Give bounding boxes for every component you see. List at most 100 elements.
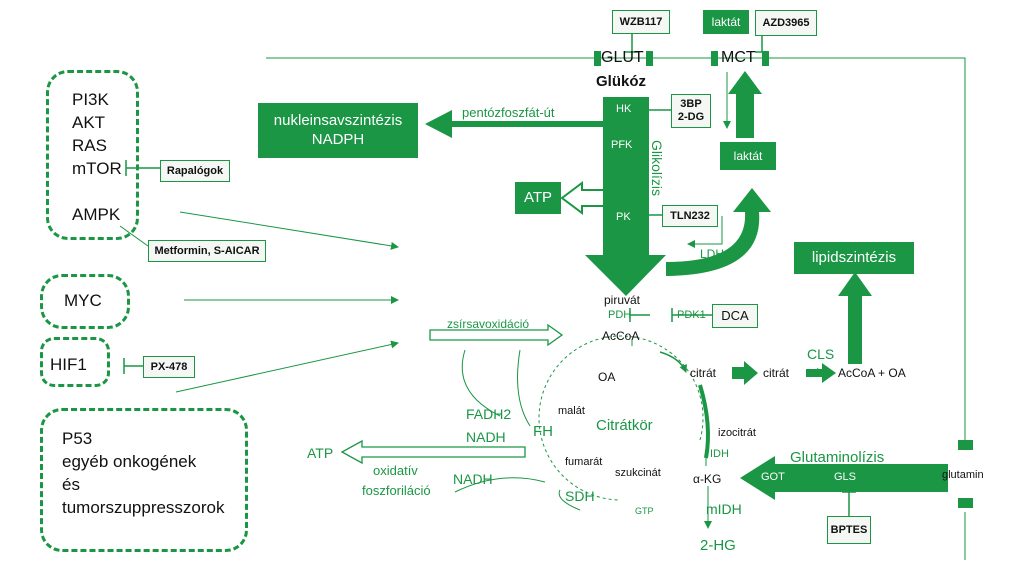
- cls-label: CLS: [807, 346, 835, 362]
- mct-label: MCT: [721, 49, 756, 66]
- myc-group: [40, 274, 130, 329]
- ampk-label: AMPK: [72, 205, 121, 224]
- malate-label: malát: [558, 405, 585, 417]
- azd3965-box: AZD3965: [755, 10, 817, 36]
- sdh-label: SDH: [565, 488, 595, 504]
- metformin-box: Metformin, S-AICAR: [148, 240, 266, 262]
- tca-cycle-label: Citrátkör: [596, 417, 653, 434]
- wzb117-inhibition-bar: [625, 34, 639, 53]
- and-label: és: [62, 475, 80, 494]
- midh-label: mIDH: [706, 501, 742, 517]
- fumarate-label: fumarát: [565, 456, 603, 468]
- idh-label: IDH: [710, 448, 729, 460]
- wzb117-box: WZB117: [612, 10, 670, 34]
- pentose-phosphate-arrow: [425, 110, 603, 138]
- accoa-label: AcCoA: [602, 329, 640, 343]
- p53-label: P53: [62, 429, 93, 448]
- pk-inhibition-bar: [647, 208, 662, 222]
- pdh-label: PDH: [608, 309, 632, 321]
- hif1-inhibition-bar: [123, 358, 143, 374]
- hk-inhibition-bar: [647, 103, 671, 117]
- lactate-out-box: laktát: [703, 10, 749, 34]
- glutaminolysis-arrow: [740, 456, 948, 500]
- pentose-phosphate-label: pentózfoszfát-út: [462, 105, 555, 120]
- glutamine-label: glutamin: [942, 469, 984, 481]
- dca-box: DCA: [712, 304, 758, 328]
- ampk-arrow: [179, 211, 399, 250]
- hif1-arrow: [175, 340, 399, 393]
- 2hg-label: 2-HG: [700, 537, 736, 554]
- tumor-suppressors-label: tumorszuppresszorok: [62, 498, 225, 517]
- ras-label: RAS: [72, 136, 107, 155]
- lipid-synthesis-arrow: [838, 272, 872, 364]
- glucose-label: Glükóz: [596, 73, 647, 90]
- lactate-export-arrow: [728, 71, 762, 138]
- 2dg-label: 2-DG: [677, 111, 705, 123]
- oxidative-label: oxidatív: [373, 463, 418, 478]
- fadh2-label: FADH2: [466, 406, 512, 422]
- azd3965-inhibition-bar: [755, 36, 769, 53]
- pdk1-label: PDK1: [677, 309, 706, 321]
- fatty-acid-oxidation-label: zsírsavoxidáció: [447, 317, 530, 331]
- hk-inhibitors-box: 3BP 2-DG: [671, 94, 711, 128]
- ldh-small-arrow: [687, 216, 723, 248]
- oxphos-atp-arrow: [340, 439, 526, 465]
- p53-group: [40, 408, 248, 552]
- hif1-label: HIF1: [50, 355, 87, 374]
- cell-membrane-line: [266, 57, 966, 440]
- nadh-bottom-label: NADH: [453, 471, 493, 487]
- pdh-inhibition-bar: [629, 308, 650, 322]
- hk-label: HK: [616, 103, 632, 115]
- glycolysis-label: Glikolízis: [649, 140, 665, 197]
- bptes-box: BPTES: [827, 516, 871, 544]
- akt-label: AKT: [72, 113, 106, 132]
- oa-label: OA: [598, 370, 616, 384]
- citrate-label: citrát: [690, 366, 717, 380]
- nucleic-acid-label: nukleinsavszintézis: [273, 111, 403, 129]
- gls-inhibition-bar: [842, 491, 856, 516]
- phosphorylation-label: foszforiláció: [362, 483, 431, 498]
- glycolysis-main-arrow: [585, 97, 666, 296]
- lipid-synthesis-box: lipidszintézis: [794, 242, 914, 274]
- atp-glycolysis-box: ATP: [515, 182, 561, 214]
- citrate-cytosol-label: citrát: [763, 366, 790, 380]
- atp-oxphos-label: ATP: [307, 445, 334, 461]
- tln232-box: TLN232: [662, 205, 718, 227]
- pi3k-label: PI3K: [72, 90, 109, 109]
- ldh-curved-arrow: [666, 188, 771, 276]
- fh-label: FH: [533, 423, 553, 440]
- mtor-label: mTOR: [72, 159, 122, 178]
- nadh-label: NADH: [466, 429, 506, 445]
- fatty-acid-oxidation-arrow: [429, 323, 564, 347]
- isocitrate-label: izocitrát: [718, 427, 756, 439]
- succinate-label: szukcinát: [615, 467, 661, 479]
- glutaminolysis-label: Glutaminolízis: [790, 449, 885, 466]
- ldh-label: LDH: [700, 247, 725, 261]
- pk-label: PK: [616, 211, 631, 223]
- rapalogs-box: Rapalógok: [160, 160, 230, 182]
- hif1-group: [40, 337, 110, 387]
- signaling-group: [46, 70, 139, 240]
- pdk1-inhibition-bar: [671, 308, 712, 322]
- nadph-label: NADPH: [311, 130, 365, 148]
- lactate-box: laktát: [720, 142, 776, 170]
- pfk-label: PFK: [611, 139, 633, 151]
- tca-thick-arc: [698, 384, 710, 459]
- tca-cycle-ring: [538, 335, 704, 501]
- got-label: GOT: [761, 471, 785, 483]
- pyruvate-label: piruvát: [604, 293, 641, 307]
- myc-label: MYC: [64, 291, 102, 310]
- 3bp-label: 3BP: [680, 98, 702, 111]
- glut-label: GLUT: [601, 49, 644, 66]
- gtp-label: GTP: [635, 506, 654, 516]
- glycolysis-atp-arrow: [560, 181, 605, 215]
- px478-box: PX-478: [143, 356, 195, 378]
- other-oncogenes-label: egyéb onkogének: [62, 452, 197, 471]
- mtor-inhibition-bar: [125, 160, 160, 176]
- accoa-oa-label: AcCoA + OA: [838, 366, 906, 380]
- akg-label: α-KG: [693, 472, 722, 486]
- nucleic-acid-synthesis-box: nukleinsavszintézis NADPH: [258, 103, 418, 158]
- gls-label: GLS: [834, 471, 857, 483]
